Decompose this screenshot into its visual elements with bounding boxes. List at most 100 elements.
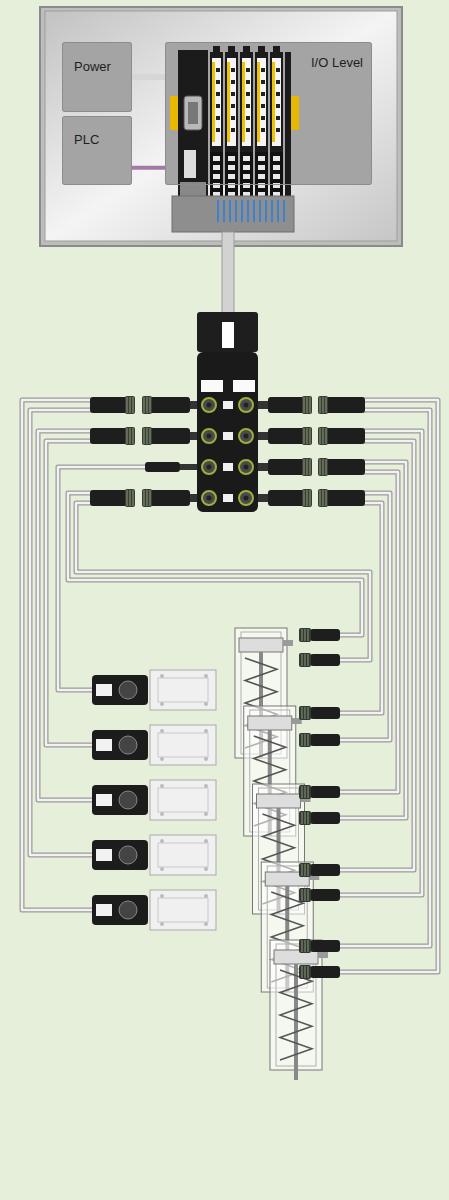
nut-ridge <box>144 490 145 506</box>
m12-port <box>202 460 216 474</box>
terminal-point <box>213 183 220 188</box>
nut-ridge <box>302 889 303 901</box>
m12-connector <box>268 459 312 475</box>
io-level-box: I/O Level <box>165 42 372 185</box>
sensor-plug <box>310 940 340 952</box>
nut-ridge <box>307 490 308 506</box>
nut-ridge <box>326 490 327 506</box>
connector-stub <box>190 432 197 440</box>
m12-connector <box>142 490 190 506</box>
cable-outline <box>338 472 398 792</box>
port-pin <box>207 434 212 439</box>
module-led <box>231 80 235 84</box>
module-tab <box>258 46 265 52</box>
nut-ridge <box>302 734 303 746</box>
coil-plate <box>96 739 112 751</box>
connector-stub <box>258 494 268 502</box>
valve-screw <box>160 729 164 733</box>
nut-ridge <box>127 490 128 506</box>
trunk-cable <box>222 232 234 314</box>
cable-outline <box>338 400 438 972</box>
nut-ridge <box>326 459 327 475</box>
cable-outline <box>68 493 362 635</box>
terminal-point <box>258 174 265 179</box>
nut-ridge <box>305 812 306 824</box>
coil-knob <box>119 846 137 864</box>
sensor-nut <box>299 939 311 953</box>
nut-ridge <box>144 428 145 444</box>
nut-ridge <box>302 654 303 666</box>
nut-ridge <box>305 966 306 978</box>
piston <box>257 794 301 808</box>
nut-ridge <box>308 864 309 876</box>
m12-connector <box>318 490 365 506</box>
m12-connector <box>142 428 190 444</box>
module-led <box>246 68 250 72</box>
module-face <box>227 58 236 146</box>
cable-core <box>38 431 92 800</box>
coil-knob <box>119 791 137 809</box>
nut-ridge <box>302 940 303 952</box>
sensor-nut <box>299 628 311 642</box>
m12-connector <box>318 428 365 444</box>
cable-core <box>338 503 382 713</box>
piston <box>239 638 283 652</box>
cable-outline <box>38 431 92 800</box>
coupling-nut <box>302 396 312 414</box>
coil-knob <box>119 901 137 919</box>
cable-core <box>338 472 398 792</box>
nut-ridge <box>127 397 128 413</box>
module-led <box>276 80 280 84</box>
module-stripe <box>212 62 215 142</box>
nut-ridge <box>323 459 324 475</box>
box-connector <box>197 312 258 352</box>
signal-wire <box>223 200 225 222</box>
module-led <box>276 104 280 108</box>
valve-screw <box>204 867 208 871</box>
terminal-point <box>258 156 265 161</box>
module-led <box>246 116 250 120</box>
connector-stub <box>258 432 268 440</box>
sensor-plug <box>310 654 340 666</box>
piston <box>248 716 292 730</box>
m12-connector <box>90 397 135 413</box>
cable-core <box>338 493 390 740</box>
terminal-point <box>243 174 250 179</box>
coupling-nut <box>318 427 328 445</box>
end-clamp <box>170 96 178 130</box>
nut-ridge <box>305 734 306 746</box>
fieldbus-line <box>132 166 165 170</box>
nut-ridge <box>133 428 134 444</box>
solenoid-coil <box>92 840 148 870</box>
m12-port <box>239 429 253 443</box>
sensor-plug <box>310 966 340 978</box>
terminal-point <box>228 156 235 161</box>
signal-wire <box>259 200 261 222</box>
solenoid-coil <box>92 895 148 925</box>
nut-ridge <box>308 734 309 746</box>
module-led <box>216 104 220 108</box>
nut-ridge <box>308 812 309 824</box>
terminal-point <box>228 183 235 188</box>
nut-ridge <box>320 428 321 444</box>
box-label: PLC <box>74 132 99 148</box>
module-led <box>276 128 280 132</box>
coupling-nut <box>142 396 152 414</box>
valve-body <box>150 725 216 765</box>
sensor-plug <box>310 889 340 901</box>
cable-outline <box>30 410 92 855</box>
m8-plug <box>145 462 180 472</box>
port-pin <box>244 496 249 501</box>
module-led <box>261 68 265 72</box>
signal-wire <box>277 200 279 222</box>
nut-ridge <box>307 428 308 444</box>
valve-body <box>150 835 216 875</box>
nut-ridge <box>144 397 145 413</box>
terminal-point <box>213 165 220 170</box>
m12-connector <box>268 490 312 506</box>
signal-wire <box>265 200 267 222</box>
sensor-plug <box>310 629 340 641</box>
cable-outline <box>46 441 92 745</box>
sensor-nut <box>299 888 311 902</box>
